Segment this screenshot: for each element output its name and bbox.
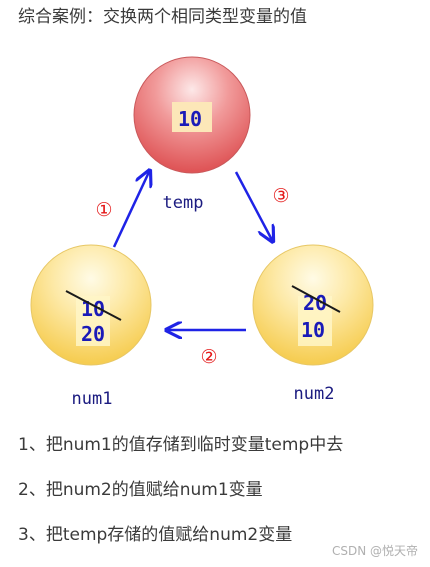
step1-marker: ①	[95, 199, 112, 221]
step3-marker: ③	[272, 185, 289, 207]
num1-strikethrough	[65, 290, 122, 321]
swap-diagram: 10 temp 10 20 num1 20 10 num2 ① ③ ②	[30, 56, 374, 409]
num2-label: num2	[294, 384, 335, 404]
step-text-1: 1、把num1的值存储到临时变量temp中去	[18, 435, 344, 455]
num2-node: 20 10	[252, 244, 374, 366]
num1-new-value: 20	[81, 322, 105, 346]
watermark: CSDN @悦天帝	[331, 544, 418, 558]
temp-label: temp	[163, 193, 204, 213]
num2-new-value: 10	[301, 318, 325, 342]
num2-strikethrough	[291, 285, 341, 313]
temp-value: 10	[178, 107, 202, 131]
step-text-2: 2、把num2的值赋给num1变量	[18, 480, 263, 500]
arrow-temp-to-num2	[234, 171, 272, 240]
arrow-num1-to-temp	[112, 172, 149, 248]
num1-node: 10 20	[30, 244, 152, 366]
num1-label: num1	[72, 389, 113, 409]
step-text-3: 3、把temp存储的值赋给num2变量	[18, 525, 293, 545]
step2-marker: ②	[200, 346, 217, 368]
temp-node: 10	[133, 56, 251, 174]
page-title: 综合案例：交换两个相同类型变量的值	[18, 7, 307, 27]
